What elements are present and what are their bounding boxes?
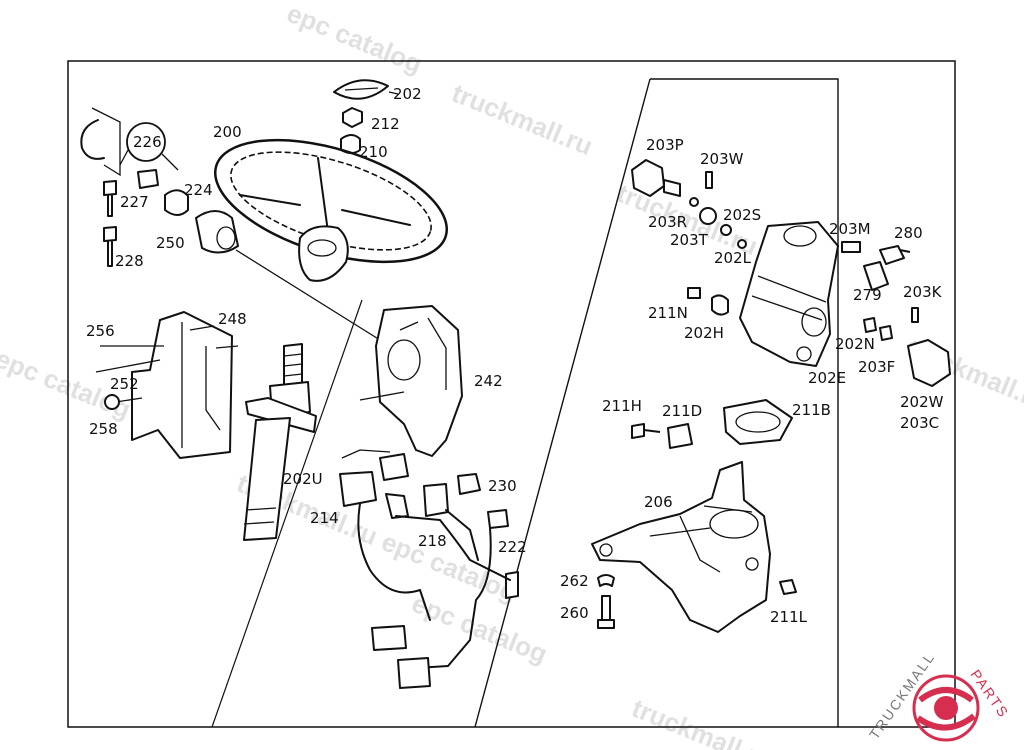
- label-200: 200: [213, 123, 242, 141]
- label-210: 210: [359, 143, 388, 161]
- label-230: 230: [488, 477, 517, 495]
- label-242: 242: [474, 372, 503, 390]
- truckmall-logo: TRUCKMALL PARTS: [866, 649, 1013, 742]
- label-202W: 202W: [900, 393, 944, 411]
- label-262: 262: [560, 572, 589, 590]
- lower-cover-part: [95, 311, 239, 459]
- label-226: 226: [133, 133, 162, 151]
- label-203K: 203K: [903, 283, 943, 301]
- lock-housing-group: [591, 159, 951, 633]
- watermark-text: truckmall.ru: [628, 693, 777, 750]
- ring-part: [195, 210, 381, 341]
- label-202L: 202L: [714, 249, 752, 267]
- upper-shroud-part: [359, 305, 463, 457]
- steering-wheel-part: [213, 138, 449, 282]
- watermark-text: truckmall.ru: [448, 78, 597, 162]
- label-260: 260: [560, 604, 589, 622]
- label-202S: 202S: [723, 206, 761, 224]
- label-280: 280: [894, 224, 923, 242]
- label-211L: 211L: [770, 608, 808, 626]
- label-250: 250: [156, 234, 185, 252]
- label-258: 258: [89, 420, 118, 438]
- label-203W: 203W: [700, 150, 744, 168]
- label-218: 218: [418, 532, 447, 550]
- label-203M: 203M: [829, 220, 871, 238]
- label-203T: 203T: [670, 231, 709, 249]
- label-248: 248: [218, 310, 247, 328]
- label-206: 206: [644, 493, 673, 511]
- label-211B: 211B: [792, 401, 831, 419]
- label-202: 202: [393, 85, 422, 103]
- label-211H: 211H: [602, 397, 642, 415]
- label-211N: 211N: [648, 304, 688, 322]
- nut-part: [342, 107, 363, 128]
- lock-cylinder-group: [80, 107, 189, 267]
- label-224: 224: [184, 181, 213, 199]
- separator-left: [211, 299, 363, 728]
- label-279: 279: [853, 286, 882, 304]
- watermark-text: epc catalog: [283, 0, 427, 79]
- emblem-part: [333, 79, 389, 100]
- label-203R: 203R: [648, 213, 687, 231]
- label-203P: 203P: [646, 136, 684, 154]
- label-227: 227: [120, 193, 149, 211]
- label-203F: 203F: [858, 358, 895, 376]
- label-211D: 211D: [662, 402, 702, 420]
- label-202H: 202H: [684, 324, 724, 342]
- part-labels: 202 212 210 200 226 224 227 228 250 256 …: [86, 85, 944, 626]
- label-202E: 202E: [808, 369, 846, 387]
- label-256: 256: [86, 322, 115, 340]
- label-202U: 202U: [283, 470, 323, 488]
- label-228: 228: [115, 252, 144, 270]
- label-252: 252: [110, 375, 139, 393]
- label-212: 212: [371, 115, 400, 133]
- separator-box: [474, 78, 839, 728]
- steering-column-part: [243, 343, 317, 541]
- label-202N: 202N: [835, 335, 875, 353]
- watermark-text: epc catalog: [408, 588, 552, 669]
- ignition-switch-group: [339, 449, 519, 689]
- label-222: 222: [498, 538, 527, 556]
- diagram-frame: [67, 60, 956, 728]
- label-203C: 203C: [900, 414, 939, 432]
- label-214: 214: [310, 509, 339, 527]
